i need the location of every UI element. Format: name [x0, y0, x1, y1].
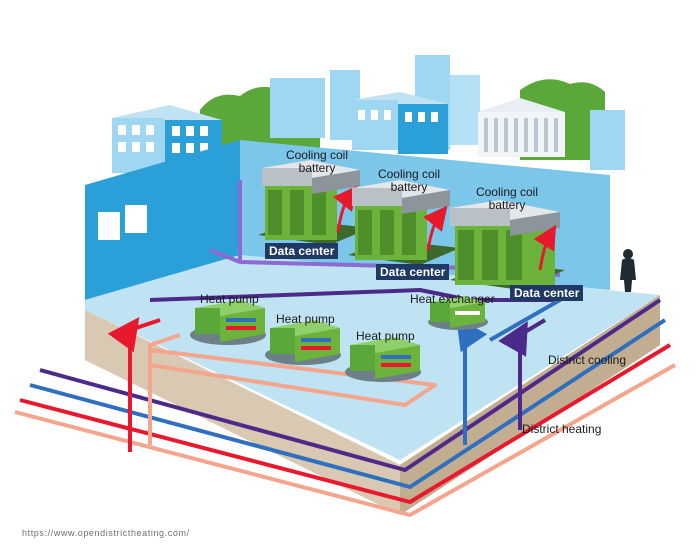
data-center-label-3: Data center [510, 285, 584, 301]
cooling-coil-battery-label-2: Cooling coil battery [377, 167, 441, 194]
data-center-label-1: Data center [265, 243, 339, 259]
heat-pumps [190, 296, 488, 382]
district-heating-label: District heating [522, 422, 602, 436]
rack-cluster-3 [450, 200, 565, 290]
cooling-coil-battery-label-3: Cooling coil battery [475, 185, 539, 212]
data-center-label-2: Data center [376, 264, 450, 280]
rack-cluster-2 [348, 180, 460, 265]
district-pipes [14, 298, 676, 517]
heat-pump-unit-2 [265, 320, 341, 365]
heat-pump-label-2: Heat pump [276, 312, 335, 326]
rack-cluster-1 [258, 160, 370, 245]
heat-pump-label-3: Heat pump [356, 329, 415, 343]
connection-pipes [107, 316, 547, 452]
cooling-coil-battery-label-1: Cooling coil battery [285, 148, 349, 175]
heat-pump-unit-1 [190, 300, 266, 345]
person-silhouette [620, 249, 636, 292]
heat-exchanger-label: Heat exchanger [410, 292, 495, 306]
source-url: https://www.opendistrictheating.com/ [22, 528, 190, 538]
data-center-racks [258, 160, 565, 290]
district-cooling-label: District cooling [548, 353, 627, 367]
city-skyline [112, 55, 625, 175]
heat-pump-label-1: Heat pump [200, 292, 259, 306]
heat-exchanger-unit [428, 296, 488, 330]
heat-pump-unit-3 [345, 337, 421, 382]
